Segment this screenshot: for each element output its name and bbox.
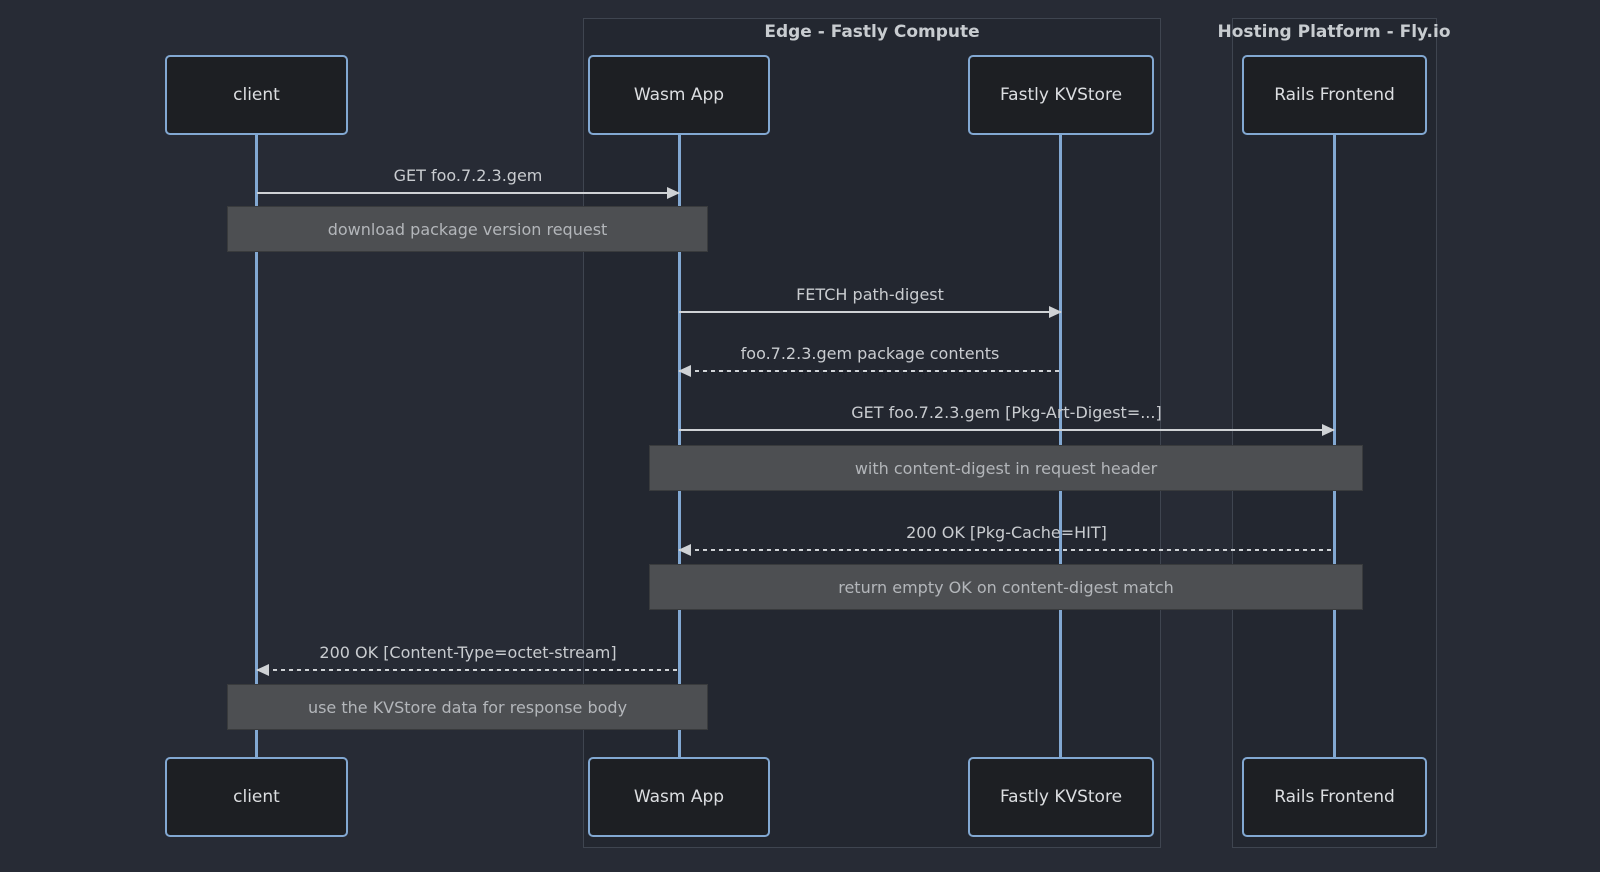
message-get-gem: GET foo.7.2.3.gem [257,164,680,199]
message-label: 200 OK [Pkg-Cache=HIT] [906,523,1107,542]
note-label: use the KVStore data for response body [307,697,628,717]
group-title-edge: Edge - Fastly Compute [764,22,980,42]
message-line [257,669,679,671]
message-label: GET foo.7.2.3.gem [393,166,543,185]
participant-fastly-kvstore-bottom: Fastly KVStore [968,757,1154,837]
message-200-ok-octet-stream: 200 OK [Content-Type=octet-stream] [256,641,679,676]
message-200-ok-cache-hit: 200 OK [Pkg-Cache=HIT] [678,521,1334,556]
message-line [679,311,1061,313]
participant-fastly-kvstore-top: Fastly KVStore [968,55,1154,135]
note-label: download package version request [327,219,608,239]
note-label: return empty OK on content-digest match [838,577,1174,597]
participant-wasm-app-bottom: Wasm App [588,757,770,837]
participant-rails-frontend-top: Rails Frontend [1242,55,1427,135]
participant-client-top: client [165,55,348,135]
message-line [679,549,1334,551]
message-label: 200 OK [Content-Type=octet-stream] [319,643,617,662]
participant-client-bottom: client [165,757,348,837]
arrowhead-right-icon [667,187,680,199]
message-label: foo.7.2.3.gem package contents [740,344,1000,363]
arrowhead-left-icon [256,664,269,676]
arrowhead-left-icon [678,365,691,377]
message-package-contents: foo.7.2.3.gem package contents [678,342,1061,377]
arrowhead-left-icon [678,544,691,556]
message-label: FETCH path-digest [796,285,944,304]
message-line [679,370,1061,372]
note-label: with content-digest in request header [854,458,1158,478]
note-download-request: download package version request [227,206,708,252]
message-label: GET foo.7.2.3.gem [Pkg-Art-Digest=...] [851,403,1162,422]
note-return-empty-ok: return empty OK on content-digest match [649,564,1363,610]
arrowhead-right-icon [1049,306,1062,318]
message-fetch-path-digest: FETCH path-digest [679,283,1062,318]
message-line [679,429,1334,431]
arrowhead-right-icon [1322,424,1335,436]
note-kvstore-response-body: use the KVStore data for response body [227,684,708,730]
participant-wasm-app-top: Wasm App [588,55,770,135]
message-line [257,192,679,194]
message-get-gem-digest: GET foo.7.2.3.gem [Pkg-Art-Digest=...] [679,401,1335,436]
participant-rails-frontend-bottom: Rails Frontend [1242,757,1427,837]
note-content-digest-header: with content-digest in request header [649,445,1363,491]
lifeline-client [255,135,258,757]
group-title-hosting: Hosting Platform - Fly.io [1217,22,1451,42]
